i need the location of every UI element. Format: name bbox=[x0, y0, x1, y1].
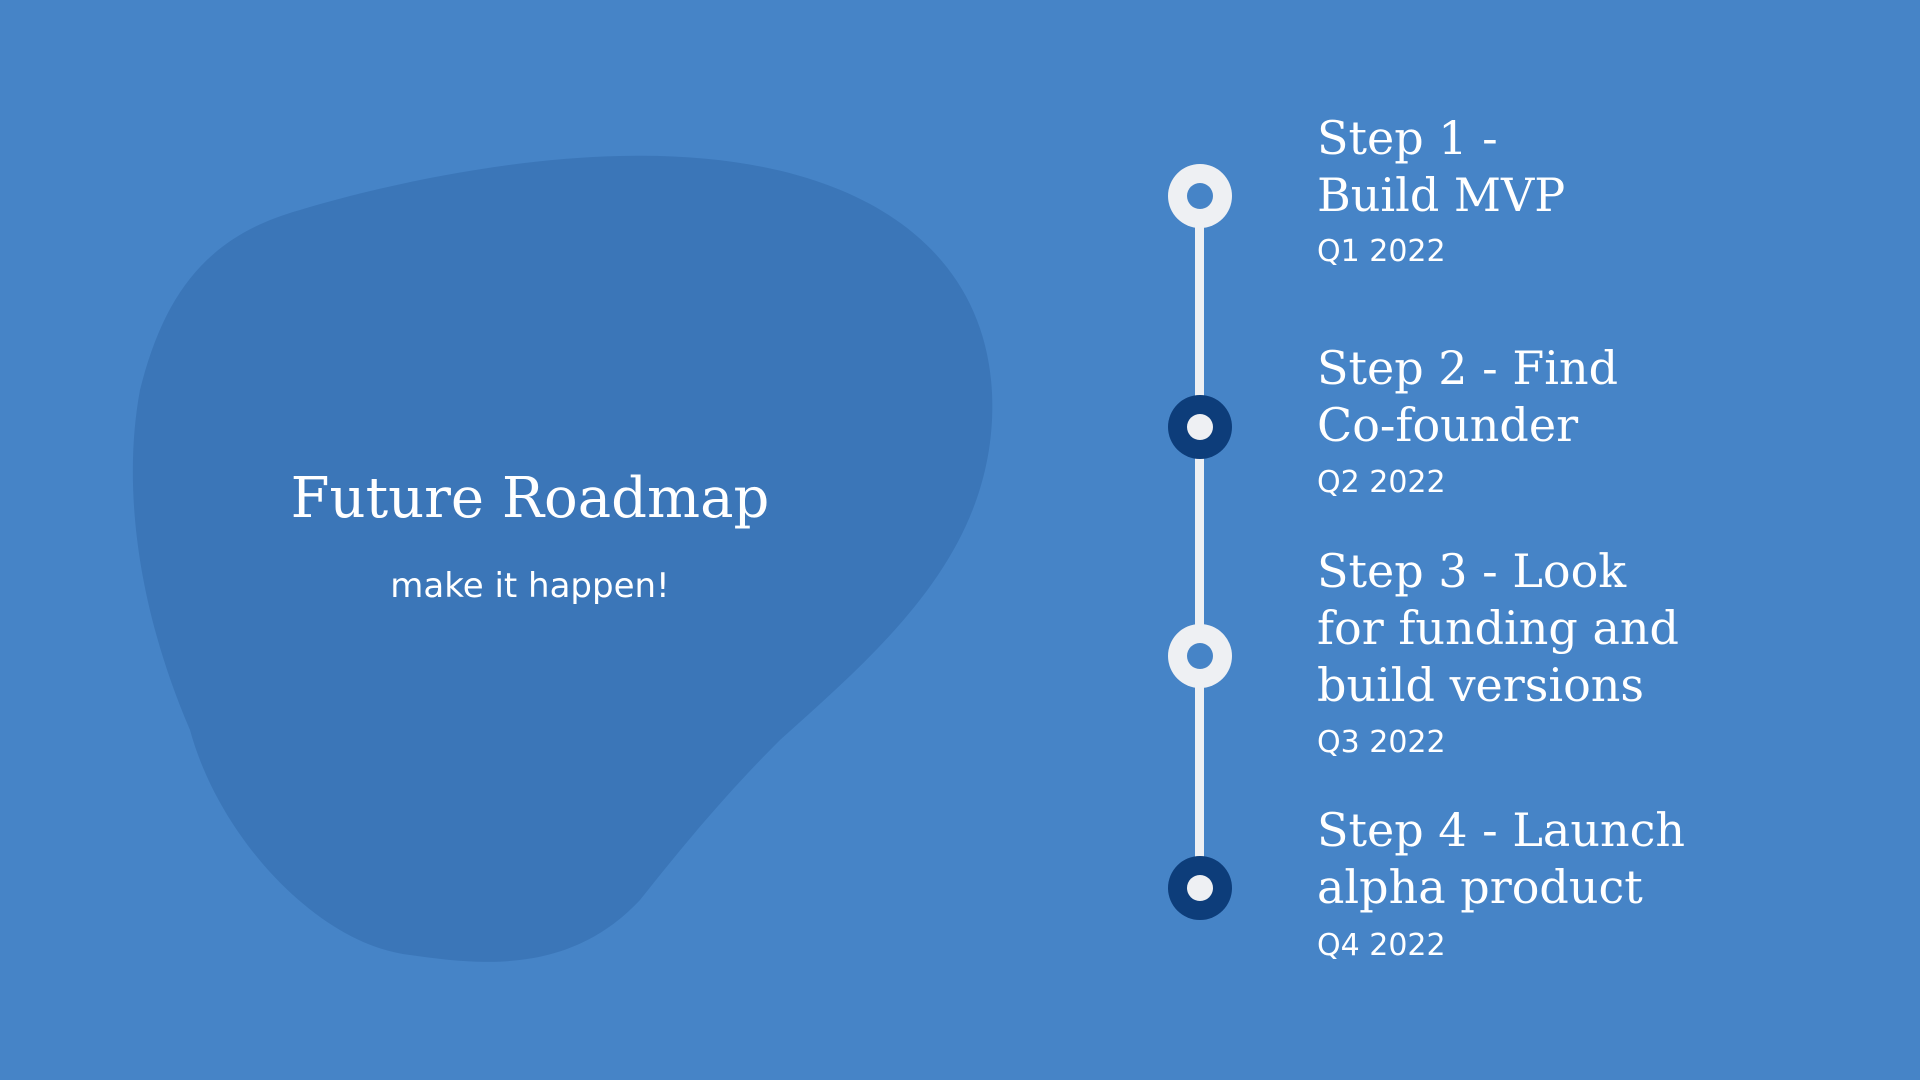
step-2-date: Q2 2022 bbox=[1317, 465, 1446, 500]
timeline-node-step-3 bbox=[1168, 624, 1232, 688]
node-center bbox=[1187, 643, 1213, 669]
step-4-title: Step 4 - Launch alpha product bbox=[1317, 803, 1685, 914]
timeline-node-step-1 bbox=[1168, 164, 1232, 228]
node-center bbox=[1187, 414, 1213, 440]
step-2-title: Step 2 - Find Co-founder bbox=[1317, 341, 1619, 452]
timeline-node-step-2 bbox=[1168, 395, 1232, 459]
blob-shape bbox=[132, 155, 993, 962]
step-1-date: Q1 2022 bbox=[1317, 234, 1446, 269]
page-title: Future Roadmap bbox=[290, 466, 770, 531]
step-4-date: Q4 2022 bbox=[1317, 928, 1446, 963]
page-subtitle: make it happen! bbox=[390, 566, 670, 606]
step-3-date: Q3 2022 bbox=[1317, 725, 1446, 760]
step-3-title: Step 3 - Look for funding and build vers… bbox=[1317, 544, 1679, 712]
step-1-title: Step 1 - Build MVP bbox=[1317, 111, 1566, 222]
timeline-node-step-4 bbox=[1168, 856, 1232, 920]
timeline-line bbox=[1195, 197, 1204, 889]
node-center bbox=[1187, 875, 1213, 901]
node-center bbox=[1187, 183, 1213, 209]
